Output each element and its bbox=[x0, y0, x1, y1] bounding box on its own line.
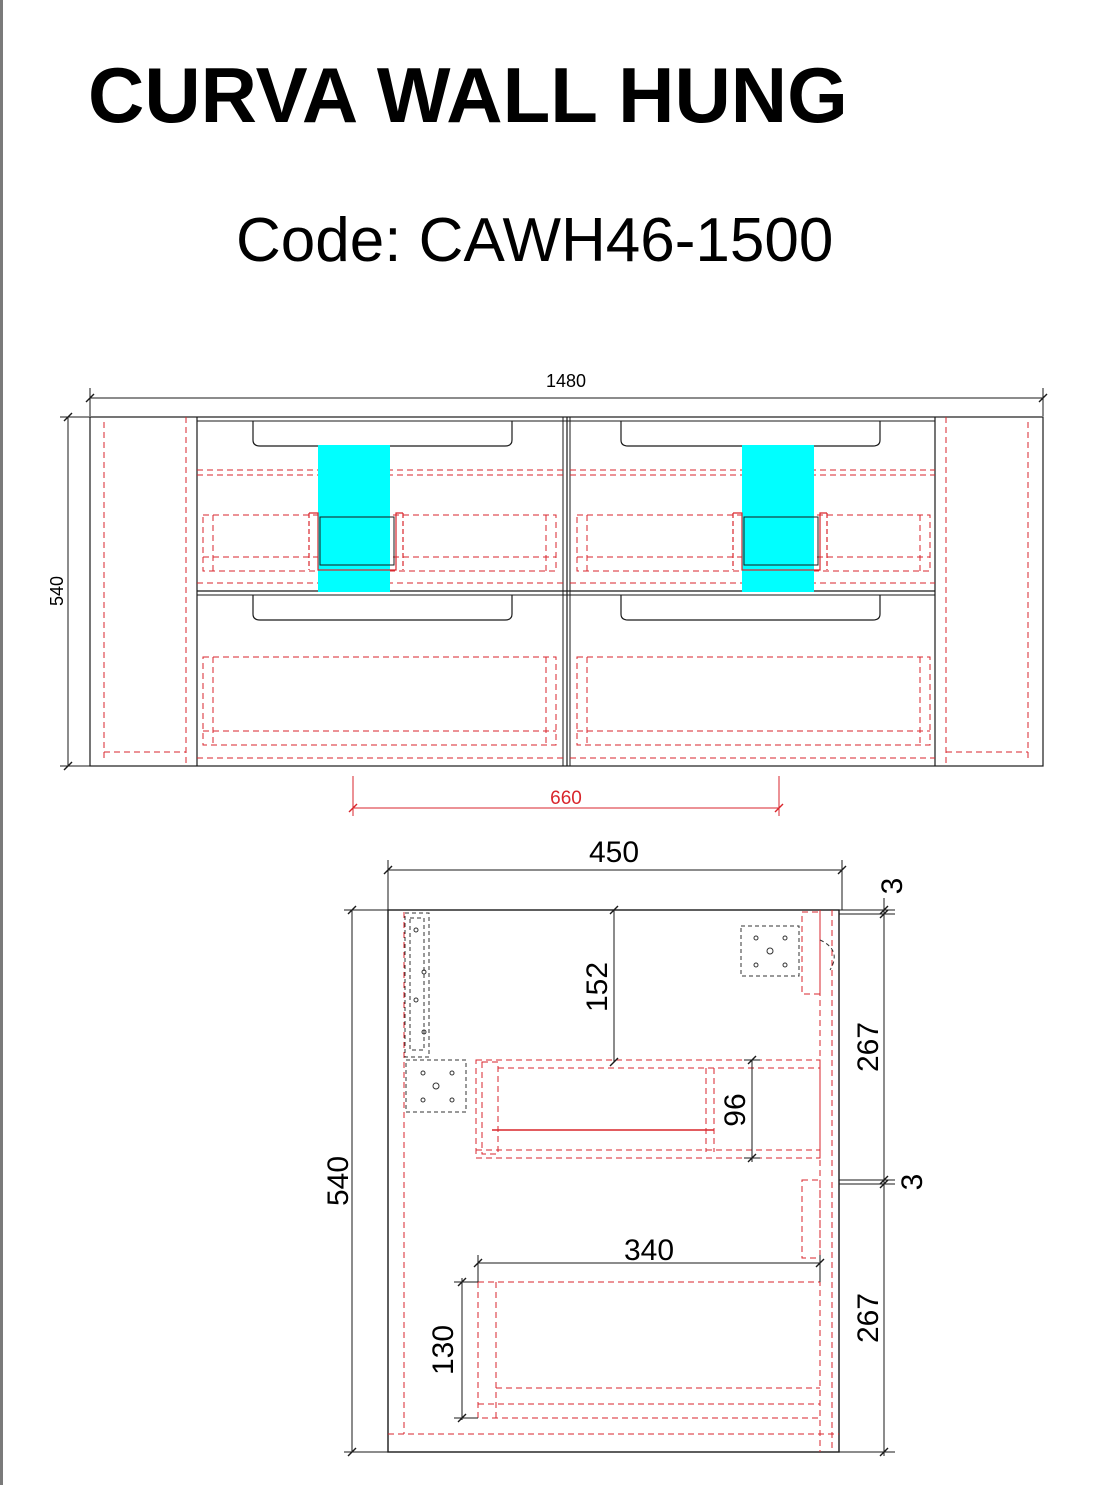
side-height-dimension: 540 bbox=[322, 905, 388, 1457]
product-title: CURVA WALL HUNG bbox=[88, 51, 848, 139]
product-code: Code: CAWH46-1500 bbox=[236, 206, 834, 275]
plumbing-cutout-left bbox=[318, 445, 390, 592]
lower-drawer-label: 267 bbox=[852, 1293, 885, 1343]
upper-inner-dimension: 96 bbox=[719, 1055, 760, 1163]
right-chain-dimension: 3 267 3 267 bbox=[839, 878, 929, 1457]
page-left-rule bbox=[0, 0, 3, 1485]
lower-inner-width-dimension: 340 bbox=[473, 1234, 825, 1282]
top-offset-label: 152 bbox=[581, 962, 614, 1012]
top-offset-dimension: 152 bbox=[565, 905, 620, 1067]
side-view: 450 540 bbox=[322, 836, 929, 1457]
upper-drawer-label: 267 bbox=[852, 1022, 885, 1072]
basin-spacing-label: 660 bbox=[550, 788, 582, 809]
hinge-brackets bbox=[404, 912, 835, 1113]
mid-gap-label: 3 bbox=[896, 1174, 929, 1191]
plumbing-cutout-right bbox=[742, 445, 814, 592]
front-width-dimension: 1480 bbox=[85, 371, 1048, 416]
side-height-label: 540 bbox=[322, 1156, 355, 1206]
top-gap-label: 3 bbox=[876, 878, 909, 895]
lower-inner-height-dimension: 130 bbox=[427, 1277, 478, 1423]
side-depth-label: 450 bbox=[589, 836, 639, 869]
lower-inner-height-label: 130 bbox=[427, 1325, 460, 1375]
front-height-dimension: 540 bbox=[47, 412, 90, 771]
side-depth-dimension: 450 bbox=[383, 836, 847, 910]
front-height-label: 540 bbox=[47, 576, 67, 606]
basin-spacing-dimension: 660 bbox=[348, 776, 784, 816]
front-width-label: 1480 bbox=[546, 371, 586, 391]
lower-inner-width-label: 340 bbox=[624, 1234, 674, 1267]
front-view: 1480 540 bbox=[47, 371, 1048, 816]
upper-inner-label: 96 bbox=[719, 1093, 752, 1126]
